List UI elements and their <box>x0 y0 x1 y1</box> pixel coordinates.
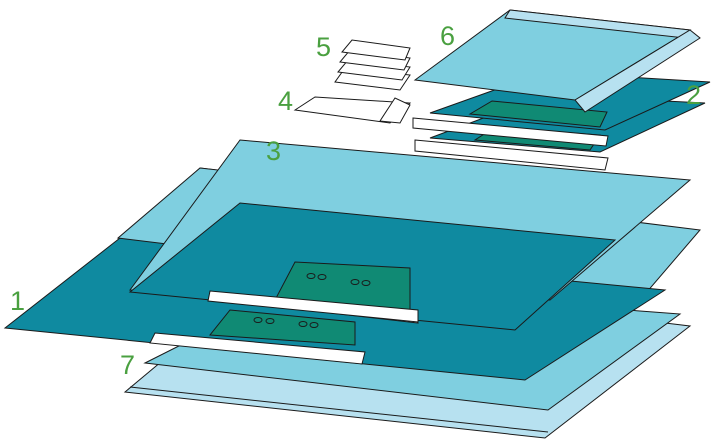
item-5-towels <box>334 39 411 91</box>
holes-upper <box>306 273 371 286</box>
lower-panel <box>149 309 366 365</box>
item-4-towel <box>293 96 412 124</box>
label-6: 6 <box>440 21 455 51</box>
label-2: 2 <box>686 80 701 110</box>
label-4: 4 <box>278 86 293 116</box>
layer-3-drape <box>128 139 692 331</box>
layer-2-drapes <box>412 71 711 171</box>
label-5: 5 <box>316 32 331 62</box>
label-3: 3 <box>266 136 281 166</box>
label-1: 1 <box>10 286 25 316</box>
layer-6-folded-drape <box>413 9 701 113</box>
label-7: 7 <box>120 350 135 380</box>
diagram-labels: 1 2 3 4 5 6 7 <box>10 21 701 380</box>
